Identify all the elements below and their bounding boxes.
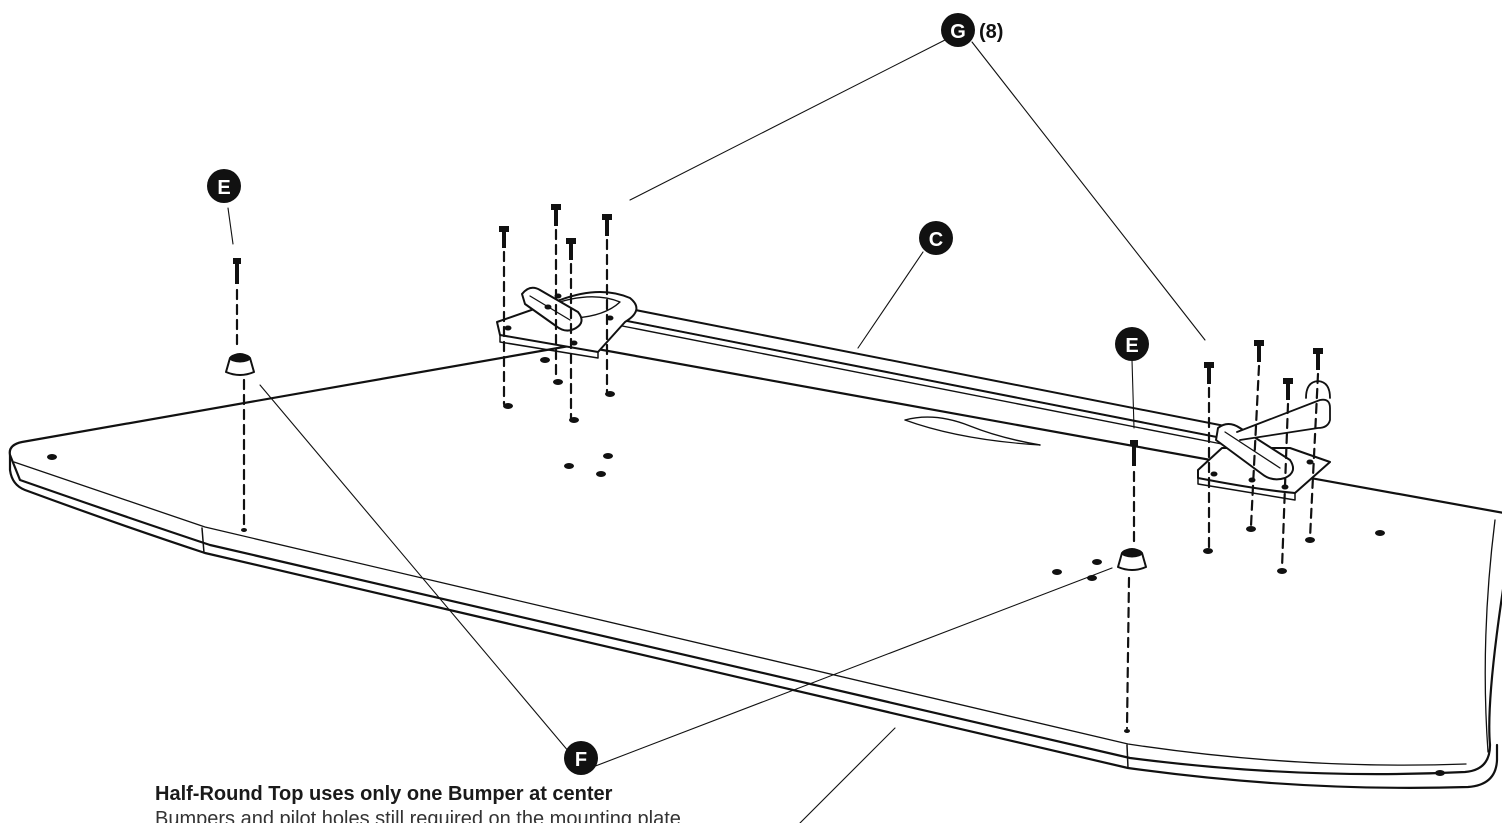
cross-bar-c: [496, 286, 1331, 501]
callout-e-left: E: [207, 169, 241, 203]
alignment-lines: [235, 228, 1320, 730]
top-holes: [47, 357, 1445, 776]
note-title: Half-Round Top uses only one Bumper at c…: [155, 783, 613, 805]
callout-c-letter: C: [929, 229, 943, 251]
callout-f-letter: F: [575, 749, 587, 771]
bumper-left: [225, 353, 255, 376]
callout-e-right-letter: E: [1125, 335, 1138, 357]
note-body: Bumpers and pilot holes still required o…: [155, 808, 681, 823]
callout-g-quantity: (8): [979, 21, 1003, 43]
callout-g-letter: G: [950, 21, 966, 43]
callout-c: C: [919, 221, 953, 255]
callout-e-left-letter: E: [217, 177, 230, 199]
callout-f: F: [564, 741, 598, 775]
callout-g: G (8): [941, 13, 1003, 47]
bumper-right: [1117, 548, 1147, 571]
table-top: [8, 343, 1502, 789]
screws: [233, 204, 1323, 466]
leader-lines: [227, 39, 1206, 823]
callout-e-right: E: [1115, 327, 1149, 361]
